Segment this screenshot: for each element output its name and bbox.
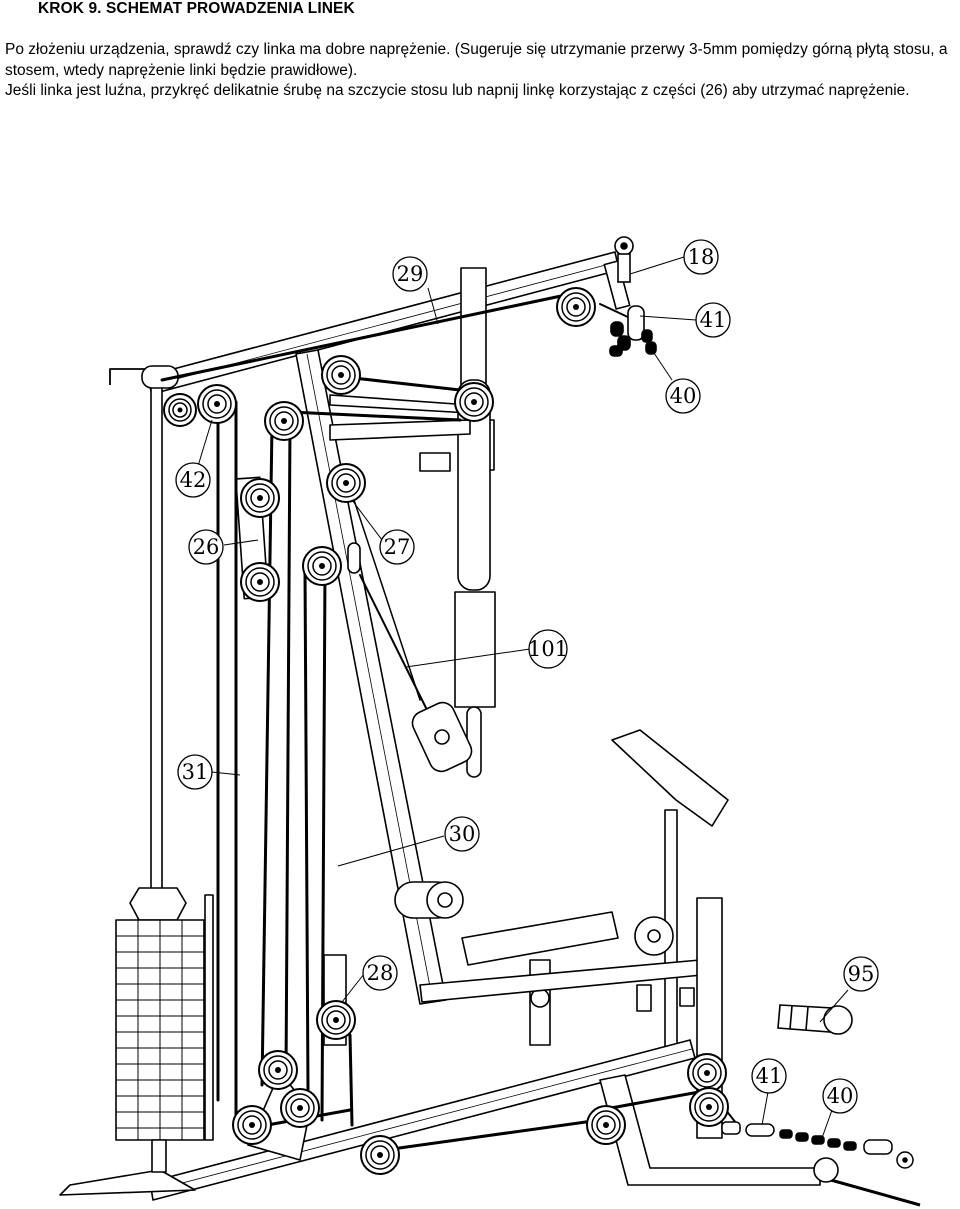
leader-lines [197, 256, 849, 1139]
top-handle-chain [609, 236, 657, 357]
svg-text:29: 29 [397, 262, 424, 286]
callout-29: 29 [392, 256, 428, 292]
callout-40-bottom: 40 [822, 1078, 858, 1114]
callout-40-top: 40 [665, 378, 701, 414]
svg-text:28: 28 [367, 961, 394, 985]
svg-text:42: 42 [180, 468, 207, 492]
callout-41-bottom: 41 [751, 1058, 787, 1094]
svg-text:41: 41 [756, 1064, 783, 1088]
svg-text:31: 31 [182, 760, 209, 784]
svg-text:40: 40 [827, 1084, 854, 1108]
callout-42: 42 [175, 462, 211, 498]
ankle-strap [777, 1004, 853, 1035]
instruction-paragraph-1: Po złożeniu urządzenia, sprawdź czy link… [5, 41, 948, 79]
svg-text:95: 95 [848, 962, 875, 986]
part-callouts: 18 29 41 40 42 26 27 101 [175, 239, 879, 1114]
svg-text:41: 41 [700, 308, 727, 332]
bottom-chain [721, 1121, 914, 1169]
callout-18: 18 [683, 239, 719, 275]
svg-text:27: 27 [384, 535, 411, 559]
callout-41-top: 41 [695, 302, 731, 338]
callout-101: 101 [528, 629, 568, 669]
callout-26: 26 [188, 529, 224, 565]
svg-text:101: 101 [528, 637, 568, 661]
low-handle [347, 542, 473, 773]
callout-28: 28 [362, 955, 398, 991]
callout-27: 27 [379, 529, 415, 565]
callout-31: 31 [177, 754, 213, 790]
weight-plates [116, 920, 204, 1140]
instruction-paragraph-2: Jeśli linka jest luźna, przykręć delikat… [5, 82, 910, 99]
svg-text:18: 18 [688, 245, 715, 269]
step-title: KROK 9. SCHEMAT PROWADZENIA LINEK [38, 0, 355, 17]
svg-text:40: 40 [670, 384, 697, 408]
svg-text:30: 30 [449, 822, 476, 846]
callout-95: 95 [843, 956, 879, 992]
svg-text:26: 26 [193, 535, 220, 559]
instructions: Po złożeniu urządzenia, sprawdź czy link… [5, 40, 957, 102]
callout-30: 30 [444, 816, 480, 852]
